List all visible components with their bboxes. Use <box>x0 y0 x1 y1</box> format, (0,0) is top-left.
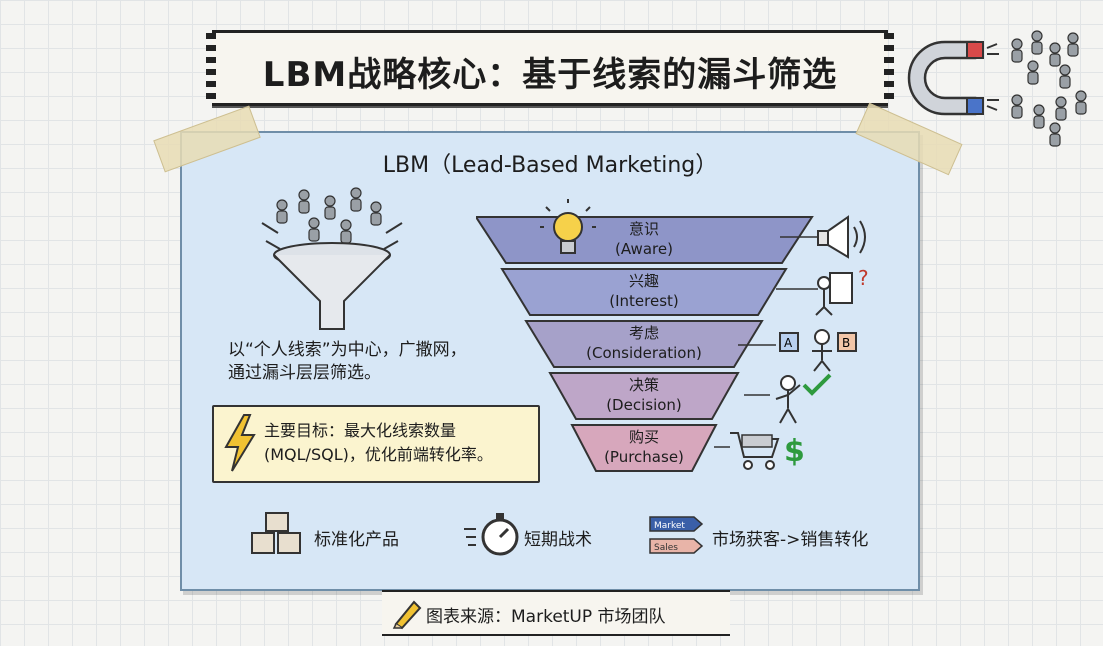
goal-line1: 主要目标：最大化线索数量 <box>264 421 457 440</box>
stage-interest-en: (Interest) <box>609 292 679 310</box>
small-funnel-people-icon <box>261 187 403 330</box>
lightbulb-icon <box>540 199 596 254</box>
stage-consideration-en: (Consideration) <box>586 344 702 362</box>
stage-purchase-en: (Purchase) <box>604 448 684 466</box>
left-description-line1: 以“个人线索”为中心，广撒网， <box>228 340 467 360</box>
svg-text:A: A <box>784 336 793 350</box>
person-checkmark-icon <box>744 373 832 424</box>
stage-purchase-cn: 购买 <box>628 428 659 446</box>
feature-market-to-sales: 市场获客->销售转化 <box>712 530 869 550</box>
svg-text:?: ? <box>858 266 869 290</box>
title-banner: LBM战略核心：基于线索的漏斗筛选 <box>206 30 894 106</box>
lightning-icon <box>224 414 256 472</box>
market-sales-arrows-icon: Market Sales <box>649 516 704 554</box>
arrow-label-market: Market <box>654 521 685 531</box>
stage-label-interest: 兴趣 (Interest) <box>534 271 754 311</box>
stage-label-consideration: 考虑 (Consideration) <box>534 323 754 363</box>
stage-label-decision: 决策 (Decision) <box>534 375 754 415</box>
source-text: 图表来源：MarketUP 市场团队 <box>426 607 666 627</box>
person-reading-question-icon: ? <box>776 266 869 316</box>
source-banner: 图表来源：MarketUP 市场团队 <box>382 590 730 636</box>
stage-interest-cn: 兴趣 <box>628 272 659 290</box>
shopping-cart-dollar-icon: $ <box>714 432 805 470</box>
funnel-stage-consideration <box>524 320 764 368</box>
stage-aware-en: (Aware) <box>615 240 673 258</box>
stage-aware-cn: 意识 <box>628 220 659 238</box>
arrow-label-sales: Sales <box>654 543 678 553</box>
feature-standardized-product: 标准化产品 <box>314 530 399 550</box>
compare-options-icon: A B <box>738 329 857 372</box>
pencil-icon <box>392 600 422 630</box>
magnet-attracting-people-icon <box>907 30 1087 147</box>
funnel-stage-decision <box>548 372 740 420</box>
board-subtitle: LBM（Lead-Based Marketing） <box>382 153 718 178</box>
lbm-board: LBM（Lead-Based Marketing） 以“个人线索”为中心，广撒网… <box>180 131 920 591</box>
funnel-stage-purchase <box>570 424 718 472</box>
goal-line2: (MQL/SQL)，优化前端转化率。 <box>264 445 493 464</box>
stopwatch-icon <box>464 513 519 556</box>
svg-text:B: B <box>842 336 850 350</box>
svg-text:$: $ <box>784 434 805 469</box>
left-description: 以“个人线索”为中心，广撒网， 通过漏斗层层筛选。 <box>228 339 468 385</box>
stage-label-purchase: 购买 (Purchase) <box>534 427 754 467</box>
goal-text: 主要目标：最大化线索数量 (MQL/SQL)，优化前端转化率。 <box>264 419 534 467</box>
stage-label-aware: 意识 (Aware) <box>534 219 754 259</box>
stage-consideration-cn: 考虑 <box>628 324 659 342</box>
goal-box: 主要目标：最大化线索数量 (MQL/SQL)，优化前端转化率。 <box>212 405 540 483</box>
page-title: LBM战略核心：基于线索的漏斗筛选 <box>262 55 838 95</box>
stage-decision-cn: 决策 <box>628 376 659 394</box>
stage-decision-en: (Decision) <box>606 396 682 414</box>
left-description-line2: 通过漏斗层层筛选。 <box>228 363 381 383</box>
funnel-stage-interest <box>500 268 788 316</box>
megaphone-icon <box>780 215 866 259</box>
boxes-icon <box>251 512 301 554</box>
feature-short-term-tactics: 短期战术 <box>524 530 592 550</box>
